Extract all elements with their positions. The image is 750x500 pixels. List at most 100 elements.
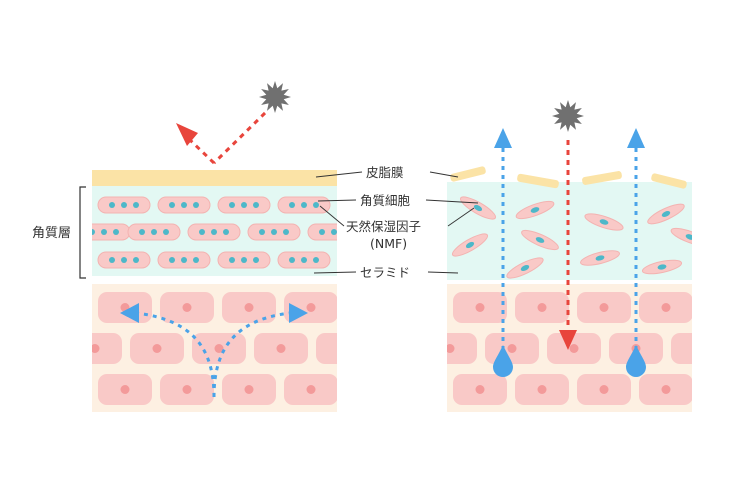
uv-sun-icon bbox=[552, 100, 584, 132]
skin-cell-nucleus bbox=[120, 385, 130, 394]
corneocyte bbox=[277, 196, 331, 214]
nmf-dot bbox=[271, 229, 277, 235]
nmf-dot bbox=[685, 234, 692, 240]
nmf-dot bbox=[657, 264, 667, 270]
moisture-arrow-left-path bbox=[135, 311, 216, 398]
nmf-dot bbox=[301, 257, 307, 263]
skin-cell bbox=[98, 292, 152, 323]
skin-cell bbox=[577, 292, 631, 323]
skin-cell-body bbox=[447, 333, 477, 364]
nmf-dot bbox=[259, 229, 265, 235]
nmf-dot bbox=[181, 202, 187, 208]
skin-cell bbox=[577, 374, 631, 405]
corneocyte-label: 角質細胞 bbox=[360, 193, 411, 208]
skin-cell-nucleus bbox=[507, 344, 517, 353]
dry-sebum-fragments bbox=[450, 166, 687, 189]
nmf-dot bbox=[241, 257, 247, 263]
skin-cell-nucleus bbox=[214, 344, 224, 353]
corneocyte bbox=[157, 196, 211, 214]
nmf-dot bbox=[520, 265, 530, 271]
nmf-dot bbox=[283, 229, 289, 235]
skin-cell-nucleus bbox=[182, 303, 192, 312]
skin-cell bbox=[671, 333, 703, 364]
stratum-corneum-bracket bbox=[79, 186, 86, 279]
skin-cell bbox=[639, 374, 692, 405]
nmf-dot bbox=[223, 229, 229, 235]
nmf-dot bbox=[530, 207, 540, 213]
stratum-corneum-label: 角質層 bbox=[32, 226, 71, 241]
skin-cell-nucleus bbox=[475, 385, 485, 394]
moisture-arrow-right-path bbox=[212, 311, 291, 398]
skin-cell bbox=[453, 292, 507, 323]
skin-cell bbox=[284, 374, 337, 405]
skin-cell bbox=[447, 333, 477, 364]
nmf-dot bbox=[193, 257, 199, 263]
center-labels: 皮脂膜 角質細胞 天然保湿因子 (NMF) セラミド bbox=[313, 165, 479, 280]
scattered-corneocyte bbox=[670, 227, 692, 247]
nmf-dot bbox=[151, 229, 157, 235]
nmf-dot bbox=[661, 211, 671, 217]
scattered-corneocyte bbox=[521, 229, 559, 251]
healthy-corneocyte-rows bbox=[92, 196, 337, 269]
uv-reflected-arrowhead bbox=[176, 123, 198, 146]
scattered-corneocyte bbox=[641, 259, 683, 275]
nmf-dot bbox=[163, 229, 169, 235]
moisture-escape-arrowhead-right bbox=[627, 128, 645, 148]
nmf-abbrev-label: (NMF) bbox=[370, 236, 407, 251]
nmf-dot bbox=[465, 241, 475, 249]
moisture-escape-arrowhead-left bbox=[494, 128, 512, 148]
skin-cell-body bbox=[316, 333, 337, 364]
nmf-dot bbox=[113, 229, 119, 235]
healthy-sebum-film bbox=[92, 170, 337, 186]
nmf-label: 天然保湿因子 bbox=[346, 219, 421, 234]
skin-cell-nucleus bbox=[569, 344, 579, 353]
nmf-dot bbox=[289, 202, 295, 208]
corneocyte bbox=[217, 196, 271, 214]
nmf-dot bbox=[229, 202, 235, 208]
nmf-dot bbox=[241, 202, 247, 208]
uv-penetrating-arrowhead bbox=[559, 330, 577, 350]
nmf-dot bbox=[599, 219, 609, 225]
nmf-dot bbox=[331, 229, 337, 235]
skin-cell bbox=[515, 374, 569, 405]
uv-sun-icon bbox=[259, 81, 291, 113]
corneocyte bbox=[97, 196, 151, 214]
water-drop-icon bbox=[493, 345, 513, 377]
nmf-dot bbox=[211, 229, 217, 235]
leader-sebum-right bbox=[429, 171, 459, 178]
skin-cell-nucleus bbox=[694, 344, 703, 353]
nmf-dot bbox=[133, 202, 139, 208]
nmf-dot bbox=[139, 229, 145, 235]
skin-cell-nucleus bbox=[276, 344, 286, 353]
ceramide-label: セラミド bbox=[360, 265, 410, 280]
corneocyte bbox=[217, 251, 271, 269]
nmf-dot bbox=[313, 202, 319, 208]
scattered-corneocyte bbox=[647, 203, 685, 225]
corneocyte bbox=[92, 223, 131, 241]
skin-cell bbox=[485, 333, 539, 364]
healthy-skin-panel bbox=[92, 81, 337, 412]
skin-cell bbox=[130, 333, 184, 364]
leader-nmf-left bbox=[319, 205, 345, 227]
nmf-dot bbox=[253, 202, 259, 208]
corneocyte bbox=[157, 251, 211, 269]
skin-cell-nucleus bbox=[661, 385, 671, 394]
sebum-film-label: 皮脂膜 bbox=[366, 165, 404, 180]
scattered-corneocyte bbox=[584, 213, 624, 231]
skin-cell-nucleus bbox=[306, 385, 316, 394]
skin-cell-nucleus bbox=[537, 303, 547, 312]
scattered-corneocyte bbox=[506, 257, 544, 279]
water-drop-icon bbox=[626, 345, 646, 377]
leader-corneocyte-left bbox=[317, 199, 357, 202]
nmf-dot bbox=[109, 202, 115, 208]
nmf-dot bbox=[121, 257, 127, 263]
skin-cell bbox=[98, 374, 152, 405]
corneocyte bbox=[127, 223, 181, 241]
skin-cell-nucleus bbox=[537, 385, 547, 394]
sebum-fragment bbox=[651, 173, 687, 189]
nmf-dot bbox=[289, 257, 295, 263]
nmf-dot bbox=[229, 257, 235, 263]
moisture-arrowhead-left bbox=[120, 303, 139, 323]
scattered-corneocyte bbox=[451, 233, 489, 257]
